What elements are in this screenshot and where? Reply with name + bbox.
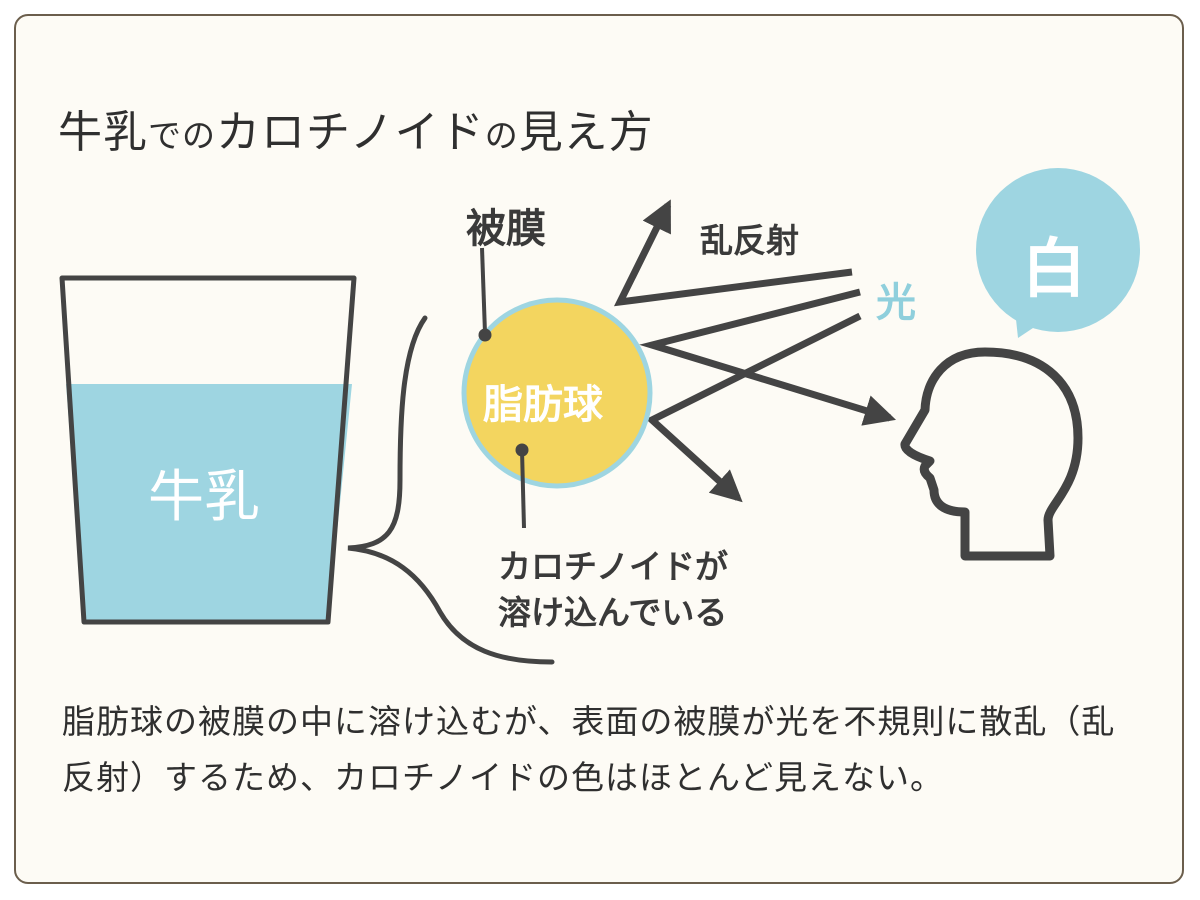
glass-outline bbox=[59, 275, 357, 625]
membrane-label: 被膜 bbox=[466, 206, 546, 252]
title-part: 見え方 bbox=[518, 107, 654, 158]
page-title: 牛乳でのカロチノイドの見え方 bbox=[58, 96, 654, 160]
title-part: での bbox=[148, 116, 216, 155]
milk-fill bbox=[66, 384, 352, 622]
fat-globule-label: 脂肪球 bbox=[483, 382, 603, 428]
glass-icon bbox=[59, 275, 357, 625]
carotenoid-label-line1: カロチノイドが bbox=[498, 547, 729, 586]
title-part: 牛乳 bbox=[58, 107, 148, 158]
speech-bubble-icon bbox=[976, 168, 1140, 338]
white-label: 白 bbox=[1022, 233, 1086, 307]
head-silhouette-icon bbox=[900, 347, 1083, 561]
carotenoid-label-line2: 溶け込んでいる bbox=[498, 593, 728, 632]
light-label: 光 bbox=[876, 280, 916, 326]
light-rays bbox=[613, 199, 897, 503]
scatter-label: 乱反射 bbox=[700, 221, 799, 260]
title-part: カロチノイド bbox=[216, 107, 485, 158]
title-part: の bbox=[484, 116, 519, 155]
milk-label: 牛乳 bbox=[148, 465, 260, 530]
fat-globule bbox=[461, 297, 653, 489]
curly-brace-icon bbox=[347, 315, 555, 665]
membrane-dot bbox=[478, 328, 492, 342]
description-text: 脂肪球の被膜の中に溶け込むが、表面の被膜が光を不規則に散乱（乱反射）するため、カ… bbox=[62, 702, 1116, 797]
membrane-pointer bbox=[480, 247, 487, 334]
ray-to-viewer bbox=[639, 288, 897, 426]
carotenoid-pointer bbox=[520, 449, 526, 529]
ray-down bbox=[645, 312, 862, 503]
ray-up bbox=[613, 199, 853, 307]
